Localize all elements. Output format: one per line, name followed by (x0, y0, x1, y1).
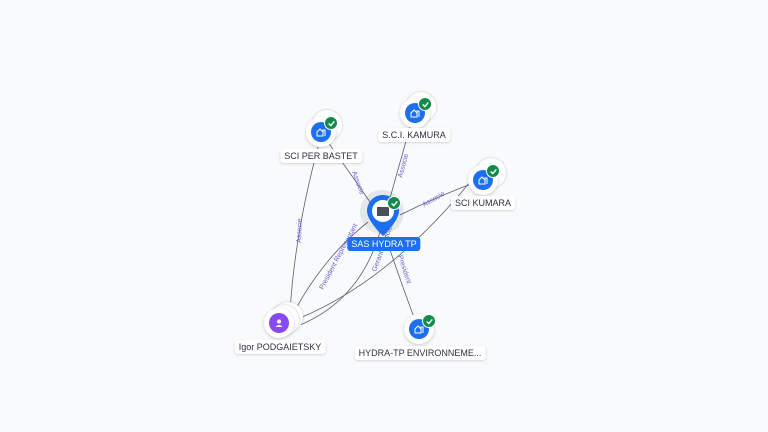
person-icon (269, 313, 289, 333)
edge-label-associe-2: Associe (397, 153, 410, 179)
node-label: HYDRA-TP ENVIRONNEME... (354, 346, 486, 360)
edge-label-president-rep: President Representant (319, 223, 360, 291)
edge-igor-perbastet (289, 139, 321, 313)
edge-label-associe-4: Associe (296, 218, 304, 243)
edge-hydra-perbastet (324, 137, 373, 206)
verified-check-icon (387, 196, 401, 210)
edge-label-president: President (396, 254, 412, 284)
verified-check-icon (422, 314, 436, 328)
node-circle (264, 308, 294, 338)
node-label: Igor PODGAIETSKY (234, 340, 326, 354)
node-label: SAS HYDRA TP (347, 237, 421, 251)
edge-igor-kumara (299, 181, 471, 319)
node-label: SCI KUMARA (450, 196, 516, 210)
verified-check-icon (486, 164, 500, 178)
edge-label-associe-3: Associe (422, 190, 447, 208)
edge-label-associe-1: Associe (350, 170, 365, 196)
node-label: S.C.I. KAMURA (378, 128, 450, 142)
node-label: SCI PER BASTET (280, 149, 362, 163)
node-circle (400, 98, 430, 128)
verified-check-icon (418, 97, 432, 111)
verified-check-icon (324, 116, 338, 130)
